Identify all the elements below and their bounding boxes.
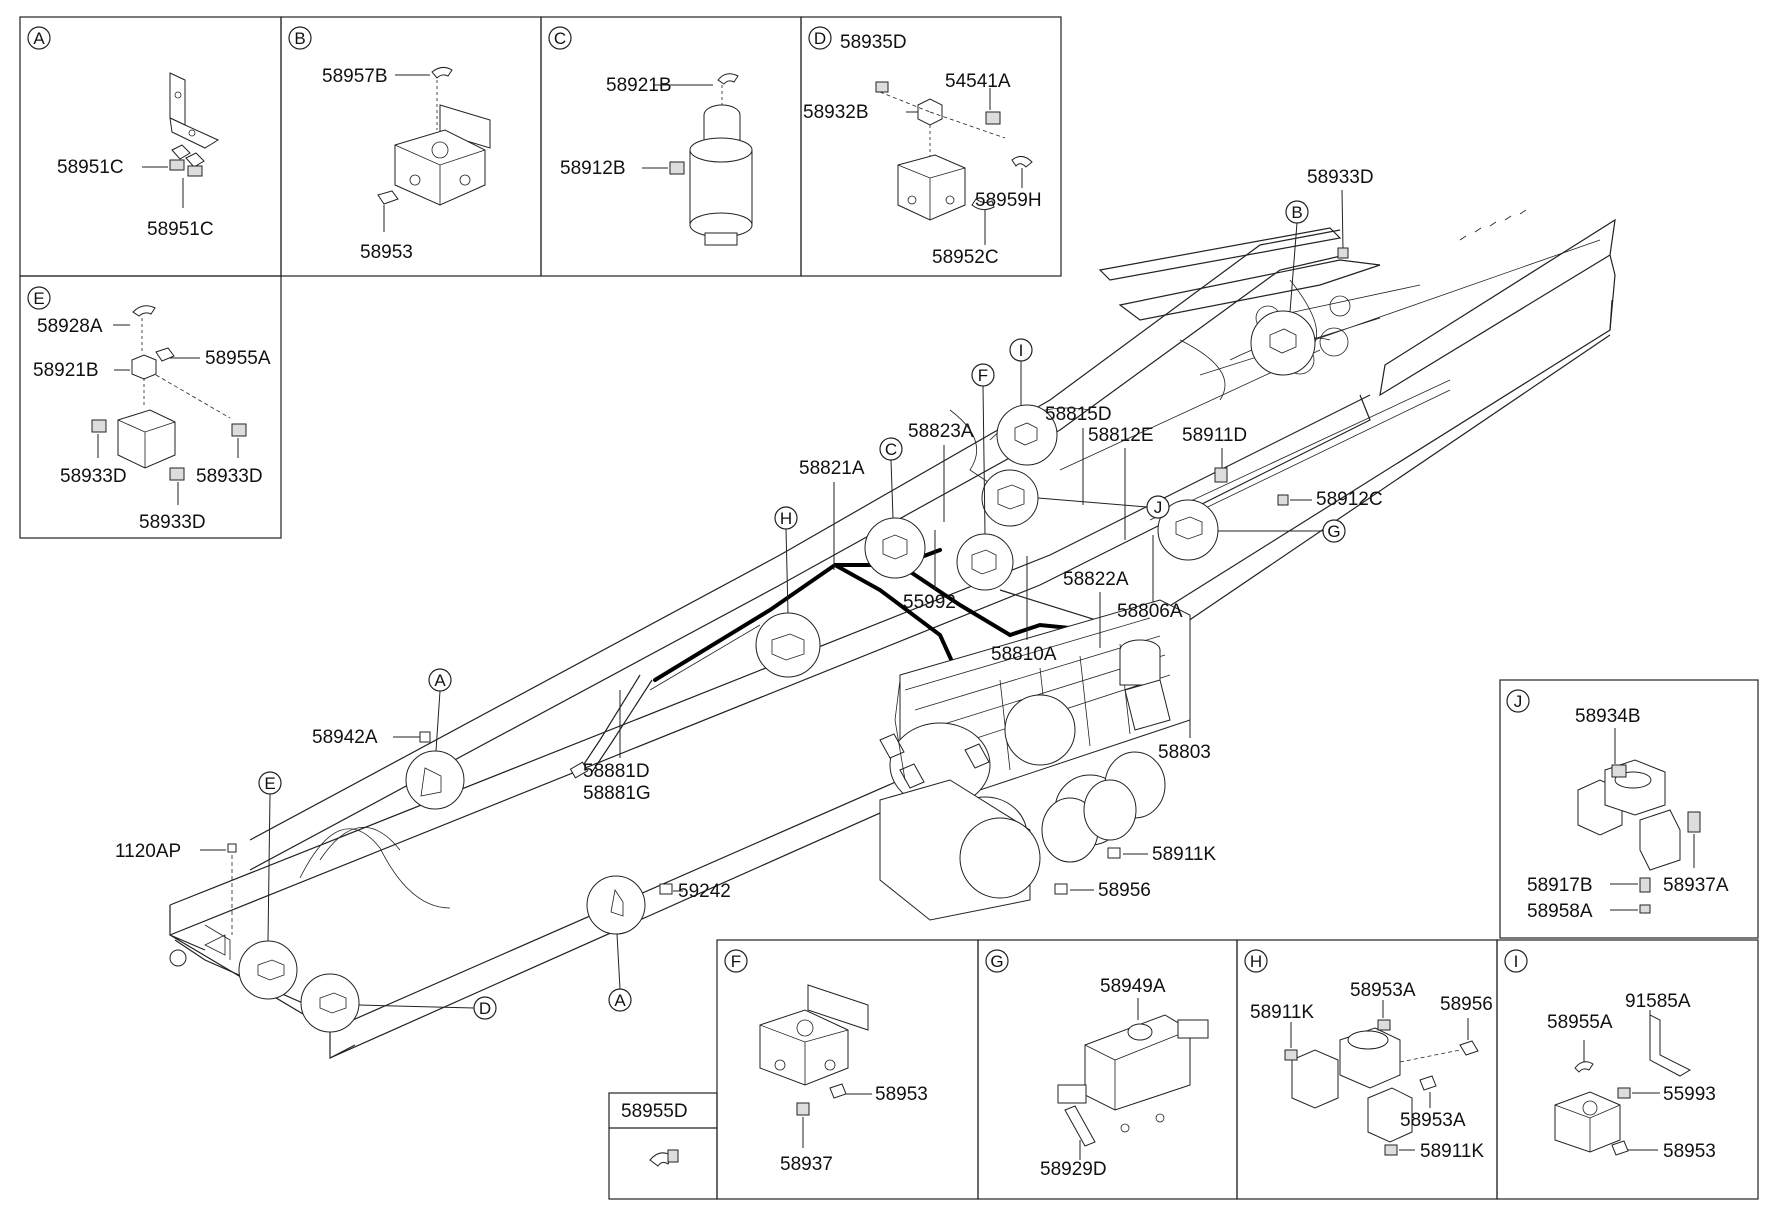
label-58953-i: 58953 xyxy=(1663,1141,1716,1162)
panel-b: B 58957B 58953 xyxy=(288,26,491,263)
label-58881d: 58881D xyxy=(583,761,650,782)
panel-c: C 58921B 58912B xyxy=(548,26,753,246)
label-58928a: 58928A xyxy=(37,316,103,337)
label-58911k-h2: 58911K xyxy=(1420,1141,1484,1162)
label-58956-main: 58956 xyxy=(1098,880,1151,901)
callout-j: J xyxy=(1154,498,1163,517)
label-58937-f: 58937 xyxy=(780,1154,833,1175)
label-58953-f: 58953 xyxy=(875,1084,928,1105)
label-58821a: 58821A xyxy=(799,458,865,479)
label-58949a: 58949A xyxy=(1100,976,1166,997)
label-58803: 58803 xyxy=(1158,742,1211,763)
label-58951c-1: 58951C xyxy=(57,157,124,178)
panel-e-letter: E xyxy=(33,289,44,308)
panel-g-letter: G xyxy=(990,952,1003,971)
label-58955d: 58955D xyxy=(621,1101,688,1122)
label-58812e: 58812E xyxy=(1088,425,1154,446)
label-58934b: 58934B xyxy=(1575,706,1641,727)
label-55992: 55992 xyxy=(903,592,956,613)
panel-j: J 58934B 58917B 58937A 58958A xyxy=(1506,689,1729,922)
panel-h: H 58911K 58953A 58956 58953A 58911K xyxy=(1244,949,1493,1162)
label-58956-h: 58956 xyxy=(1440,994,1493,1015)
label-58929d: 58929D xyxy=(1040,1159,1107,1180)
callout-c: C xyxy=(885,440,897,459)
label-58810a: 58810A xyxy=(991,644,1057,665)
label-58955a-e: 58955A xyxy=(205,348,271,369)
label-58953a-h2: 58953A xyxy=(1400,1110,1466,1131)
detail-circles xyxy=(238,310,1316,1033)
label-58951c-2: 58951C xyxy=(147,219,214,240)
panel-f: F 58953 58937 xyxy=(724,949,928,1175)
main-labels: 58933D 58815D 58812E 58911D 58912C 58823… xyxy=(115,167,1383,935)
panel-a: A 58951C 58951C xyxy=(27,26,220,240)
label-58933d-e1: 58933D xyxy=(60,466,127,487)
label-58957b: 58957B xyxy=(322,66,388,87)
callout-b: B xyxy=(1291,203,1302,222)
panel-d-letter: D xyxy=(814,29,826,48)
label-55993: 55993 xyxy=(1663,1084,1716,1105)
label-58911d: 58911D xyxy=(1182,425,1247,446)
panel-frames xyxy=(19,16,1759,1200)
panel-a-circle xyxy=(27,26,51,50)
label-1120ap: 1120AP xyxy=(115,841,181,862)
callout-g: G xyxy=(1327,522,1340,541)
label-91585a: 91585A xyxy=(1625,991,1691,1012)
label-58911k-main: 58911K xyxy=(1152,844,1216,865)
panel-g: G 58949A 58929D xyxy=(985,949,1209,1180)
label-58912b: 58912B xyxy=(560,158,626,179)
label-58958a: 58958A xyxy=(1527,901,1593,922)
callout-d: D xyxy=(479,999,491,1018)
label-58955a-i: 58955A xyxy=(1547,1012,1613,1033)
callout-a-bottom: A xyxy=(614,991,626,1010)
label-58937a: 58937A xyxy=(1663,875,1729,896)
panel-b-letter: B xyxy=(294,29,305,48)
panel-d: D 58935D 54541A 58932B 58959H 58952C xyxy=(803,26,1042,268)
callout-h: H xyxy=(780,509,792,528)
panel-i: I 91585A 58955A 55993 58953 xyxy=(1504,949,1716,1162)
label-58935d: 58935D xyxy=(840,32,907,53)
label-58921b-e: 58921B xyxy=(33,360,99,381)
label-58952c: 58952C xyxy=(932,247,999,268)
panel-f-letter: F xyxy=(731,952,741,971)
label-54541a: 54541A xyxy=(945,71,1011,92)
label-59242: 59242 xyxy=(678,881,731,902)
chassis-frame xyxy=(169,209,1616,1059)
callout-f: F xyxy=(978,366,988,385)
label-58823a: 58823A xyxy=(908,421,974,442)
label-58912c: 58912C xyxy=(1316,489,1383,510)
callout-letters: B I F C H J G A E A D xyxy=(258,200,1346,1020)
panel-c-letter: C xyxy=(554,29,566,48)
label-58911k-h1: 58911K xyxy=(1250,1002,1314,1023)
label-58921b-c: 58921B xyxy=(606,75,672,96)
label-58959h: 58959H xyxy=(975,190,1042,211)
brake-lines xyxy=(569,349,1451,779)
label-58822a: 58822A xyxy=(1063,569,1129,590)
label-58933d-main: 58933D xyxy=(1307,167,1374,188)
panel-h-letter: H xyxy=(1250,952,1262,971)
label-58881g: 58881G xyxy=(583,783,651,804)
label-58933d-e3: 58933D xyxy=(139,512,206,533)
label-58932b: 58932B xyxy=(803,102,869,123)
air-tank-assembly xyxy=(879,599,1191,921)
panel-i-letter: I xyxy=(1514,952,1519,971)
panel-e: E 58928A 58921B 58955A 58933D 58933D 589… xyxy=(27,286,271,533)
label-58917b: 58917B xyxy=(1527,875,1593,896)
label-58806a: 58806A xyxy=(1117,601,1183,622)
label-58815d: 58815D xyxy=(1045,404,1112,425)
callout-a-top: A xyxy=(434,671,446,690)
label-58953-b: 58953 xyxy=(360,242,413,263)
callout-e: E xyxy=(264,774,275,793)
panel-a-letter: A xyxy=(33,29,45,48)
label-58953a-h1: 58953A xyxy=(1350,980,1416,1001)
label-58933d-e2: 58933D xyxy=(196,466,263,487)
label-58942a: 58942A xyxy=(312,727,378,748)
panel-j-letter: J xyxy=(1514,692,1523,711)
callout-i: I xyxy=(1019,341,1024,360)
panel-58955d: 58955D xyxy=(621,1101,688,1167)
